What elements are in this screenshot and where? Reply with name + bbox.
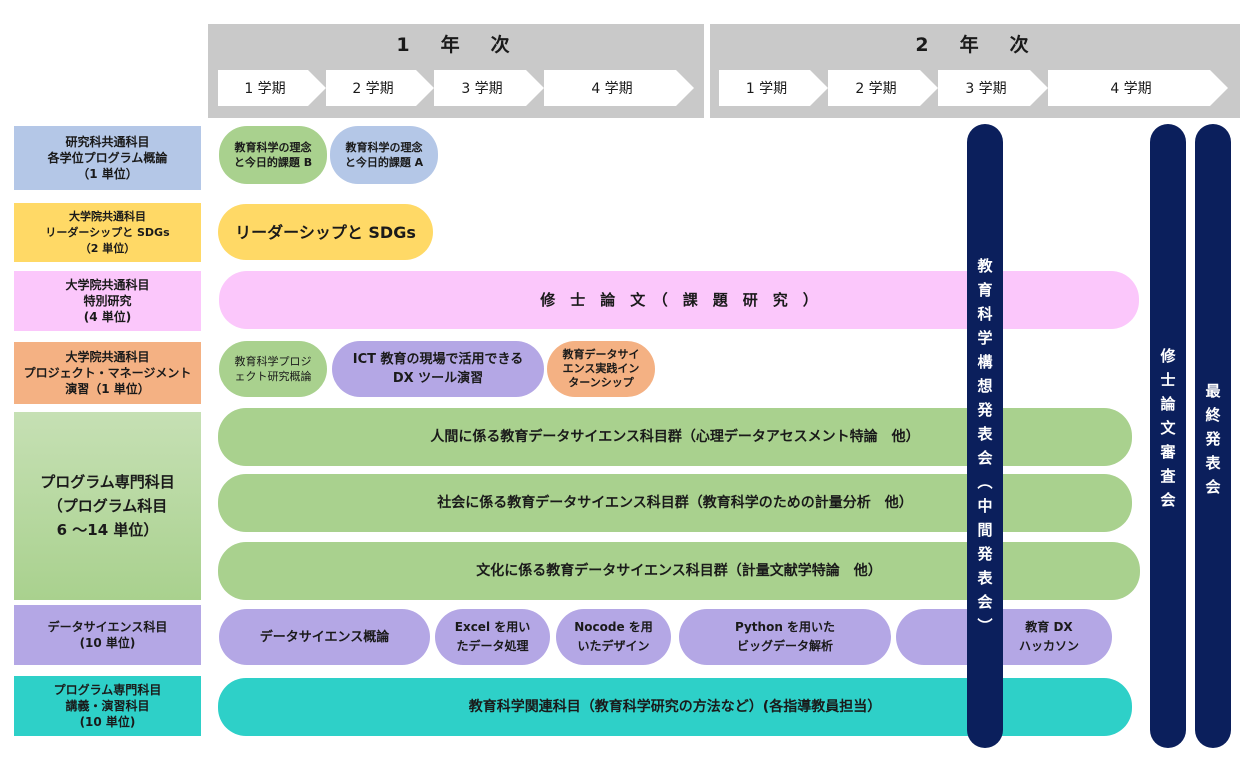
course-kyoiku-rinen-b: 教育科学の理念 と今日的課題 B: [219, 126, 327, 184]
year2-title: 2 年 次: [915, 34, 1035, 56]
course-ict-dx: ICT 教育の現場で活用できる DX ツール演習: [332, 341, 544, 397]
milestone-saishu-happyo: 最 終 発 表 会: [1195, 124, 1231, 748]
course-ds-gairon: データサイエンス概論: [219, 609, 430, 665]
course-excel: Excel を用い たデータ処理: [435, 609, 550, 665]
row-label-kogi: プログラム専門科目 講義・演習科目 (10 単位): [14, 676, 201, 736]
course-project-gairon: 教育科学プロジ ェクト研究概論: [219, 341, 327, 397]
milestone-chukan-text: 教 育 科 学 構 想 発 表 会 ︵ 中 間 発 表 会 ︶: [977, 257, 993, 635]
milestone-saishu-text: 最 終 発 表 会: [1205, 382, 1221, 496]
year2-term4: 4 学期: [1048, 70, 1228, 106]
year1-term2: 2 学期: [326, 70, 434, 106]
year1-term3: 3 学期: [434, 70, 544, 106]
year2-term1: 1 学期: [719, 70, 828, 106]
milestone-chukan-happyo: 教 育 科 学 構 想 発 表 会 ︵ 中 間 発 表 会 ︶: [967, 124, 1003, 748]
course-internship: 教育データサイ エンス実践イン ターンシップ: [547, 341, 655, 397]
row-label-leadership: 大学院共通科目 リーダーシップと SDGs （2 単位）: [14, 203, 201, 262]
row-label-tokubetsu: 大学院共通科目 特別研究 (4 単位): [14, 271, 201, 331]
year2-term2: 2 学期: [828, 70, 938, 106]
row-label-project: 大学院共通科目 プロジェクト・マネージメント演習（1 単位）: [14, 342, 201, 404]
course-kyoiku-rinen-a: 教育科学の理念 と今日的課題 A: [330, 126, 438, 184]
year1-header: 1 年 次 1 学期 2 学期 3 学期 4 学期: [208, 24, 704, 118]
row-label-kenkyuka: 研究科共通科目 各学位プログラム概論 （1 単位）: [14, 126, 201, 190]
course-python: Python を用いた ビッグデータ解析: [679, 609, 891, 665]
year2-term3: 3 学期: [938, 70, 1048, 106]
year1-term4: 4 学期: [544, 70, 694, 106]
year1-term1: 1 学期: [218, 70, 326, 106]
milestone-shushi-shinsa: 修 士 論 文 審 査 会: [1150, 124, 1186, 748]
course-nocode: Nocode を用 いたデザイン: [556, 609, 671, 665]
course-leadership-sdgs: リーダーシップと SDGs: [218, 204, 433, 260]
milestone-shinsa-text: 修 士 論 文 審 査 会: [1160, 347, 1176, 509]
course-hackathon: 教育 DX ハッカソン: [896, 609, 1112, 665]
year1-title: 1 年 次: [396, 34, 516, 56]
row-label-program: プログラム専門科目 （プログラム科目 6 ～14 単位）: [14, 412, 201, 600]
row-label-datascience: データサイエンス科目 (10 単位): [14, 605, 201, 665]
year2-header: 2 年 次 1 学期 2 学期 3 学期 4 学期: [710, 24, 1240, 118]
